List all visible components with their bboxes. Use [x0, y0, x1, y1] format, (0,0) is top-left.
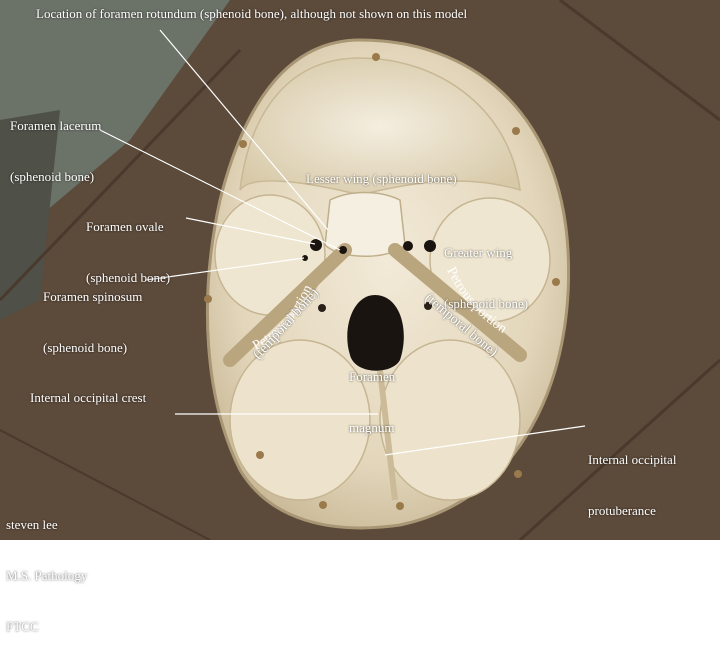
ovale-label: Foramen ovale (sphenoid bone): [86, 184, 170, 303]
leader-lines: [99, 29, 586, 456]
foramina: [302, 239, 436, 371]
credit-line1: steven lee: [6, 517, 58, 532]
foramen-magnum-label-line2: magnum: [349, 420, 395, 435]
foramen-magnum-label-line1: Foramen: [349, 369, 396, 384]
lacerum-label-line1: Foramen lacerum: [10, 118, 102, 133]
credit-line3: FTCC: [6, 619, 39, 634]
greater-wing-label-line2: (sphenoid bone): [444, 296, 529, 311]
protuberance-label-line2: protuberance: [588, 503, 656, 518]
lacerum-label-line2: (sphenoid bone): [10, 169, 95, 184]
foramen-spinosum-left: [302, 255, 308, 261]
ovale-label-line1: Foramen ovale: [86, 219, 164, 234]
author-credit: steven lee M.S. Pathology FTCC: [6, 482, 87, 652]
greater-wing-label-line1: Greater wing: [444, 245, 513, 260]
ovale-label-line2: (sphenoid bone): [86, 270, 171, 285]
lacerum-leader: [99, 129, 341, 251]
greater-wing-label: Greater wing (sphenoid bone): [444, 210, 528, 329]
spinosum-leader: [145, 257, 305, 281]
foramen-lacerum-left: [339, 246, 347, 254]
foramen-magnum-label: Foramen magnum: [349, 334, 395, 453]
rim-screws: [204, 53, 560, 510]
foramen-magnum: [347, 295, 404, 371]
occipital-crest-label: Internal occipital crest: [30, 390, 147, 405]
skull-base: [205, 38, 571, 530]
rotundum-label: Location of foramen rotundum (sphenoid b…: [36, 6, 468, 21]
protuberance-label: Internal occipital protuberance: [588, 417, 676, 536]
skull-base-photo: Petrous portion Petrous portion: [0, 0, 720, 540]
lesser-wing-label: Lesser wing (sphenoid bone): [306, 171, 457, 186]
foramen-lacerum-right: [403, 241, 413, 251]
ovale-leader: [185, 217, 316, 245]
spinosum-label: Foramen spinosum (sphenoid bone): [43, 254, 142, 373]
protuberance-leader: [384, 425, 586, 456]
foramen-ovale-left: [310, 239, 322, 251]
lacerum-label: Foramen lacerum (sphenoid bone): [10, 83, 101, 202]
spinosum-label-line2: (sphenoid bone): [43, 340, 128, 355]
spinosum-label-line1: Foramen spinosum: [43, 289, 143, 304]
credit-line2: M.S. Pathology: [6, 568, 88, 583]
protuberance-label-line1: Internal occipital: [588, 452, 677, 467]
rotundum-leader: [159, 29, 329, 231]
foramen-ovale-right: [424, 240, 436, 252]
